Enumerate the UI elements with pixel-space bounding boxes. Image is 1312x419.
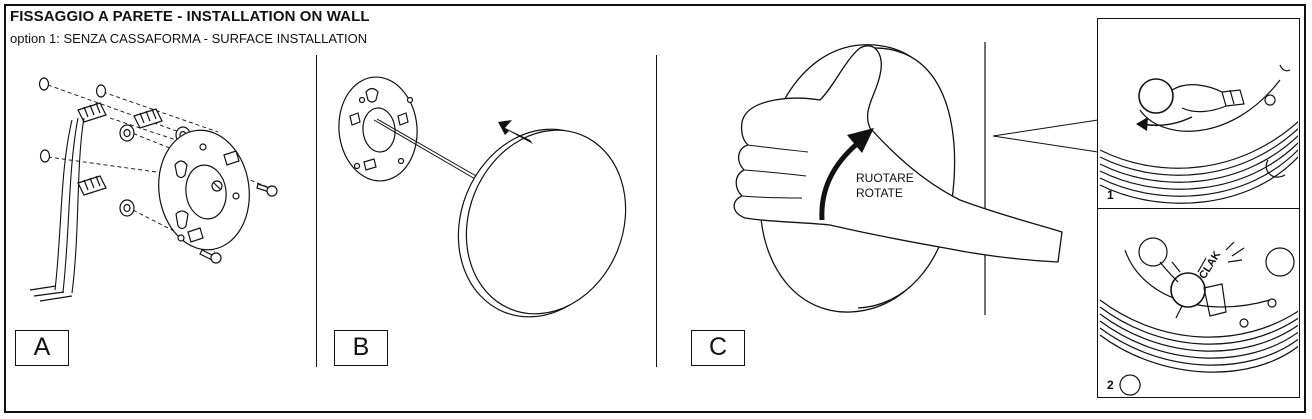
arrow-icon — [847, 128, 874, 153]
diagram-frame — [4, 4, 1306, 413]
wall-plug-icon — [77, 175, 107, 196]
rotate-label-english: ROTATE — [856, 186, 903, 200]
bulb-icon — [1138, 78, 1174, 114]
panel-a-exploded-view — [29, 77, 278, 302]
divider-bc — [656, 55, 657, 367]
inset-1-number: 1 — [1107, 188, 1114, 202]
hand-icon — [733, 45, 1063, 263]
mounting-plate-icon — [158, 129, 250, 251]
screw-icon — [38, 77, 50, 91]
page-subtitle: option 1: SENZA CASSAFORMA - SURFACE INS… — [10, 31, 368, 46]
step-label-b: B — [334, 330, 388, 366]
clip-icon — [1171, 257, 1227, 319]
lamp-disc-icon — [457, 128, 627, 318]
step-label-a: A — [15, 330, 69, 366]
detail-inset-2 — [1097, 208, 1300, 398]
screw-icon — [199, 249, 222, 264]
rotate-label-italian: RUOTARE — [856, 171, 914, 185]
clip-icon — [1171, 84, 1245, 113]
panel-b-lamp-mount — [338, 76, 627, 318]
arrow-icon — [498, 120, 533, 144]
screw-icon — [256, 183, 278, 197]
divider-ab — [316, 55, 317, 367]
wall-plug-icon — [77, 102, 107, 123]
page-title: FISSAGGIO A PARETE - INSTALLATION ON WAL… — [10, 8, 370, 25]
mounting-plate-icon — [338, 76, 418, 182]
step-label-c: C — [691, 330, 745, 366]
screw-icon — [211, 180, 223, 192]
screw-icon — [95, 84, 107, 98]
cable — [54, 117, 85, 294]
rotate-instruction: RUOTARE ROTATE — [856, 171, 914, 201]
inset-2-detail — [1099, 237, 1298, 396]
wall-plug-icon — [133, 108, 163, 129]
screw-icon — [39, 149, 51, 163]
bulb-icon — [1138, 237, 1206, 308]
inset-2-number: 2 — [1107, 378, 1114, 392]
panel-c-rotate — [733, 42, 1099, 315]
arrow-icon — [1136, 117, 1148, 131]
inset-1-detail — [1099, 64, 1298, 204]
